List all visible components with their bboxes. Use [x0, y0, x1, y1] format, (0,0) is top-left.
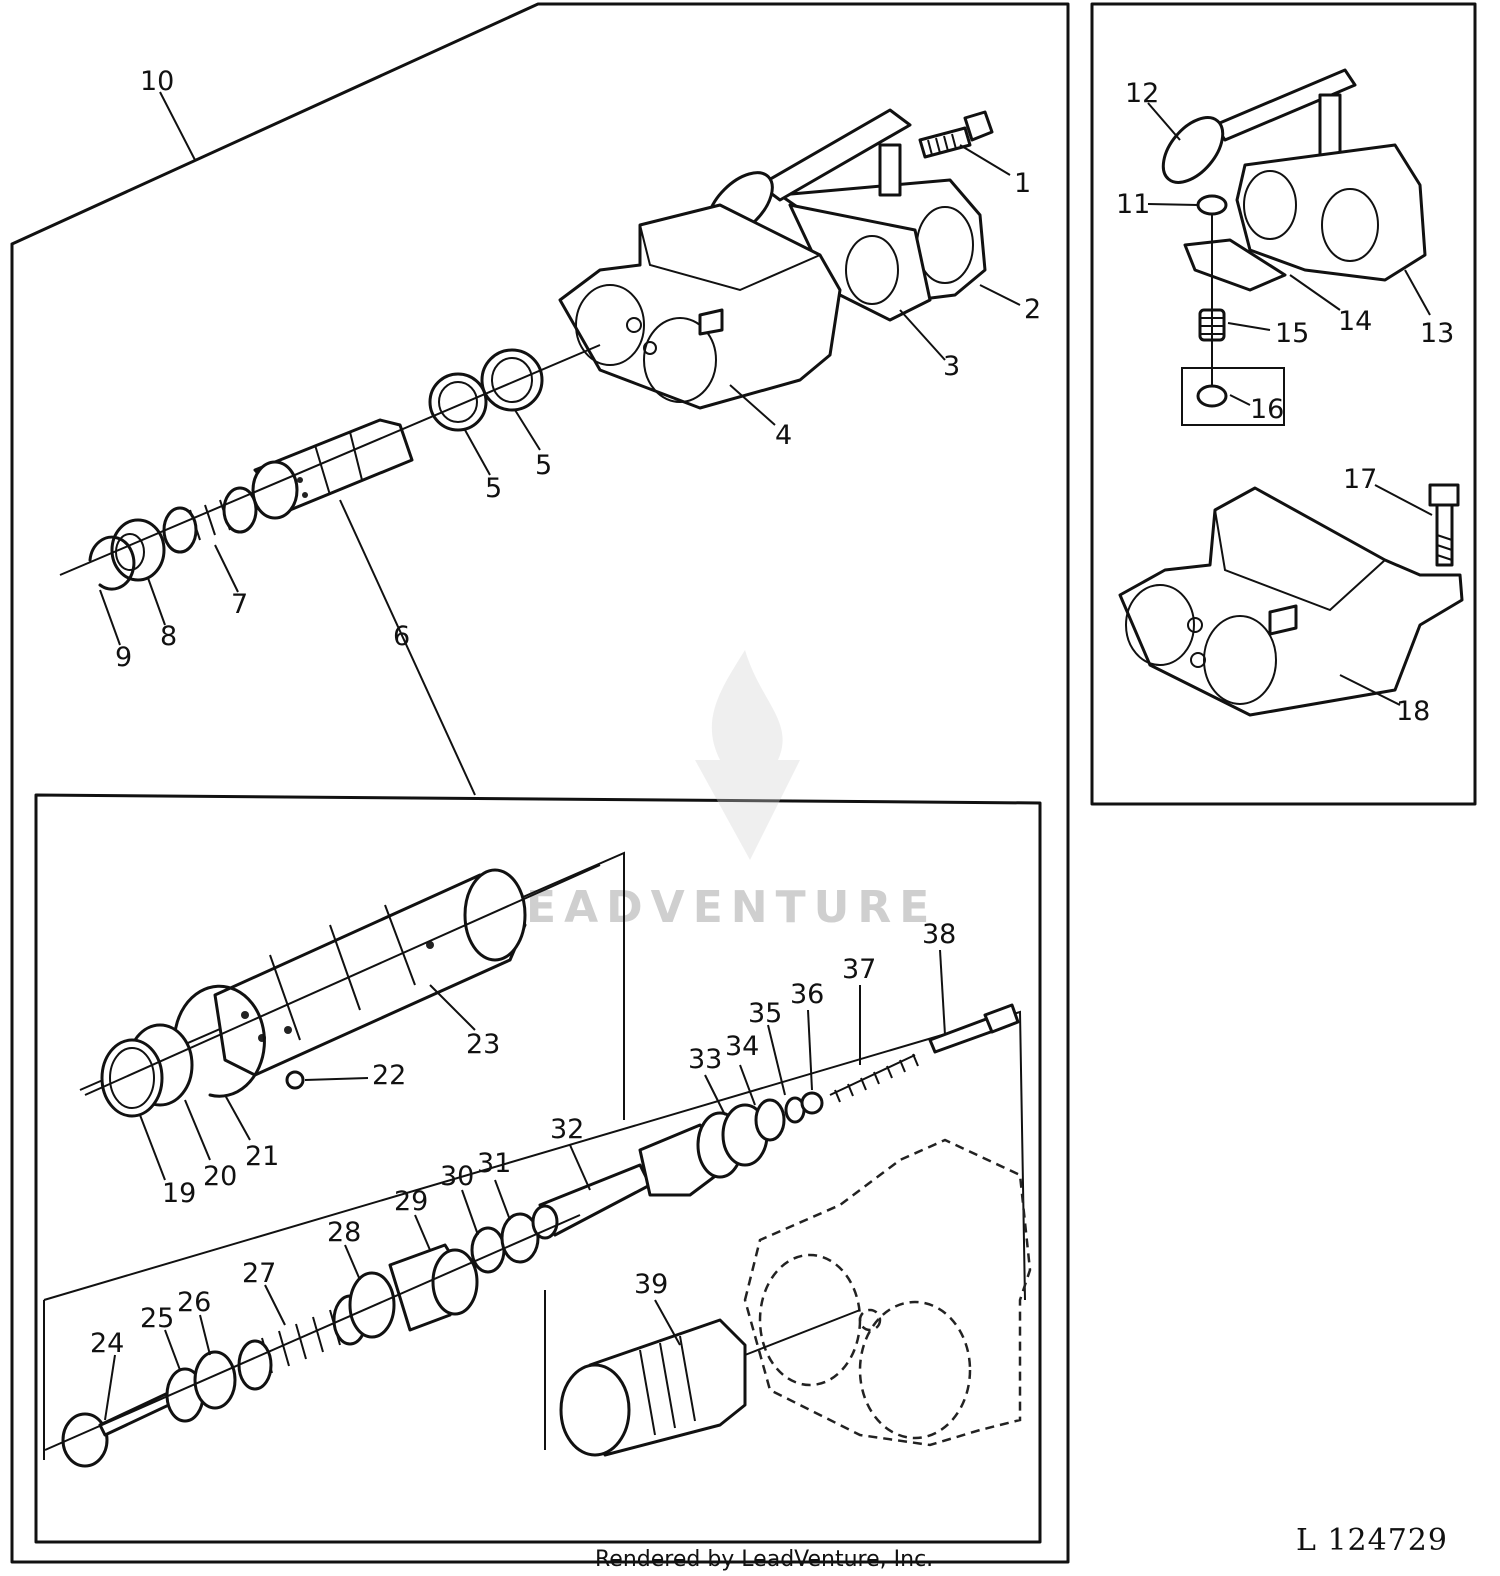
part-piston-32	[531, 1111, 744, 1240]
leader-lines-upper	[99, 91, 1021, 796]
label-6: 6	[393, 621, 410, 652]
part-cap-29	[388, 1243, 479, 1332]
part-ring-26	[193, 1350, 237, 1410]
part-clip-14	[1183, 238, 1287, 292]
label-36: 36	[790, 979, 824, 1010]
part-spring-15	[1198, 215, 1226, 385]
part-bolt-17	[1428, 483, 1460, 567]
leader-lines-right	[1147, 102, 1433, 706]
label-27: 27	[242, 1258, 276, 1289]
label-39: 39	[634, 1269, 668, 1300]
main-frame	[10, 2, 1070, 1564]
label-9: 9	[115, 642, 132, 673]
inset-frame-right	[1090, 2, 1477, 806]
label-32: 32	[550, 1114, 584, 1145]
label-19: 19	[162, 1178, 196, 1209]
part-ring-19	[100, 1038, 164, 1118]
part-snap-ring-21	[172, 984, 266, 1098]
axis-line-inset-lower	[44, 1214, 861, 1451]
part-plug-39	[559, 1318, 747, 1457]
label-20: 20	[203, 1161, 237, 1192]
part-ring-28	[348, 1271, 396, 1339]
part-ball-22	[285, 1070, 305, 1090]
label-22: 22	[372, 1060, 406, 1091]
part-spring-7	[162, 486, 258, 554]
label-24: 24	[90, 1328, 124, 1359]
label-33: 33	[688, 1044, 722, 1075]
part-housing-13	[1235, 143, 1427, 282]
part-washer-11	[1196, 194, 1228, 216]
part-ring-16-box	[1181, 367, 1285, 426]
label-12: 12	[1125, 78, 1159, 109]
label-5a: 5	[535, 450, 552, 481]
label-31: 31	[477, 1148, 511, 1179]
axis-line-inset-upper	[84, 864, 601, 1096]
label-38: 38	[922, 919, 956, 950]
label-34: 34	[725, 1031, 759, 1062]
callout-labels: 1 2 3 4 5 5 6 7 8 9 10 11 12 13 14 15 16…	[90, 66, 1454, 1359]
leader-lines-lower	[104, 949, 946, 1421]
part-spring-37	[829, 1053, 919, 1103]
part-pin-38	[928, 1003, 1020, 1054]
part-washer-8	[110, 518, 166, 582]
watermark-text: LEADVENTURE	[490, 882, 937, 933]
part-spring-27	[237, 1294, 368, 1391]
part-bolt-1	[918, 110, 994, 159]
part-spool-23	[213, 868, 527, 1077]
label-15: 15	[1275, 318, 1309, 349]
label-30: 30	[440, 1161, 474, 1192]
label-23: 23	[466, 1029, 500, 1060]
label-3: 3	[943, 351, 960, 382]
watermark-logo	[695, 650, 800, 860]
figure-id: L 124729	[1296, 1523, 1448, 1558]
part-ring-31	[500, 1212, 540, 1264]
part-ring-34	[754, 1098, 786, 1142]
label-29: 29	[394, 1186, 428, 1217]
label-11: 11	[1116, 189, 1150, 220]
label-7: 7	[231, 589, 248, 620]
part-valve-housing-4	[558, 203, 842, 410]
footer-credit: Rendered by LeadVenture, Inc.	[595, 1547, 933, 1572]
label-37: 37	[842, 954, 876, 985]
part-seal-ring-5a	[480, 348, 544, 412]
label-13: 13	[1420, 318, 1454, 349]
axis-line-upper	[59, 344, 601, 576]
label-17: 17	[1343, 464, 1377, 495]
part-snap-ring-9	[88, 535, 136, 591]
label-4: 4	[775, 420, 792, 451]
label-14: 14	[1338, 306, 1372, 337]
label-28: 28	[327, 1217, 361, 1248]
part-seal-ring-5b	[428, 372, 488, 432]
label-26: 26	[177, 1287, 211, 1318]
part-ball-36	[800, 1091, 824, 1115]
label-2: 2	[1024, 294, 1041, 325]
housing-phantom-outline	[743, 1138, 1032, 1447]
label-1: 1	[1014, 168, 1031, 199]
part-housing-18	[1118, 486, 1464, 717]
label-5b: 5	[485, 473, 502, 504]
label-35: 35	[748, 998, 782, 1029]
label-10: 10	[140, 66, 174, 97]
label-21: 21	[245, 1141, 279, 1172]
inset-frame-valve	[34, 793, 1042, 1544]
label-18: 18	[1396, 696, 1430, 727]
label-8: 8	[160, 621, 177, 652]
label-25: 25	[140, 1303, 174, 1334]
label-16: 16	[1250, 394, 1284, 425]
